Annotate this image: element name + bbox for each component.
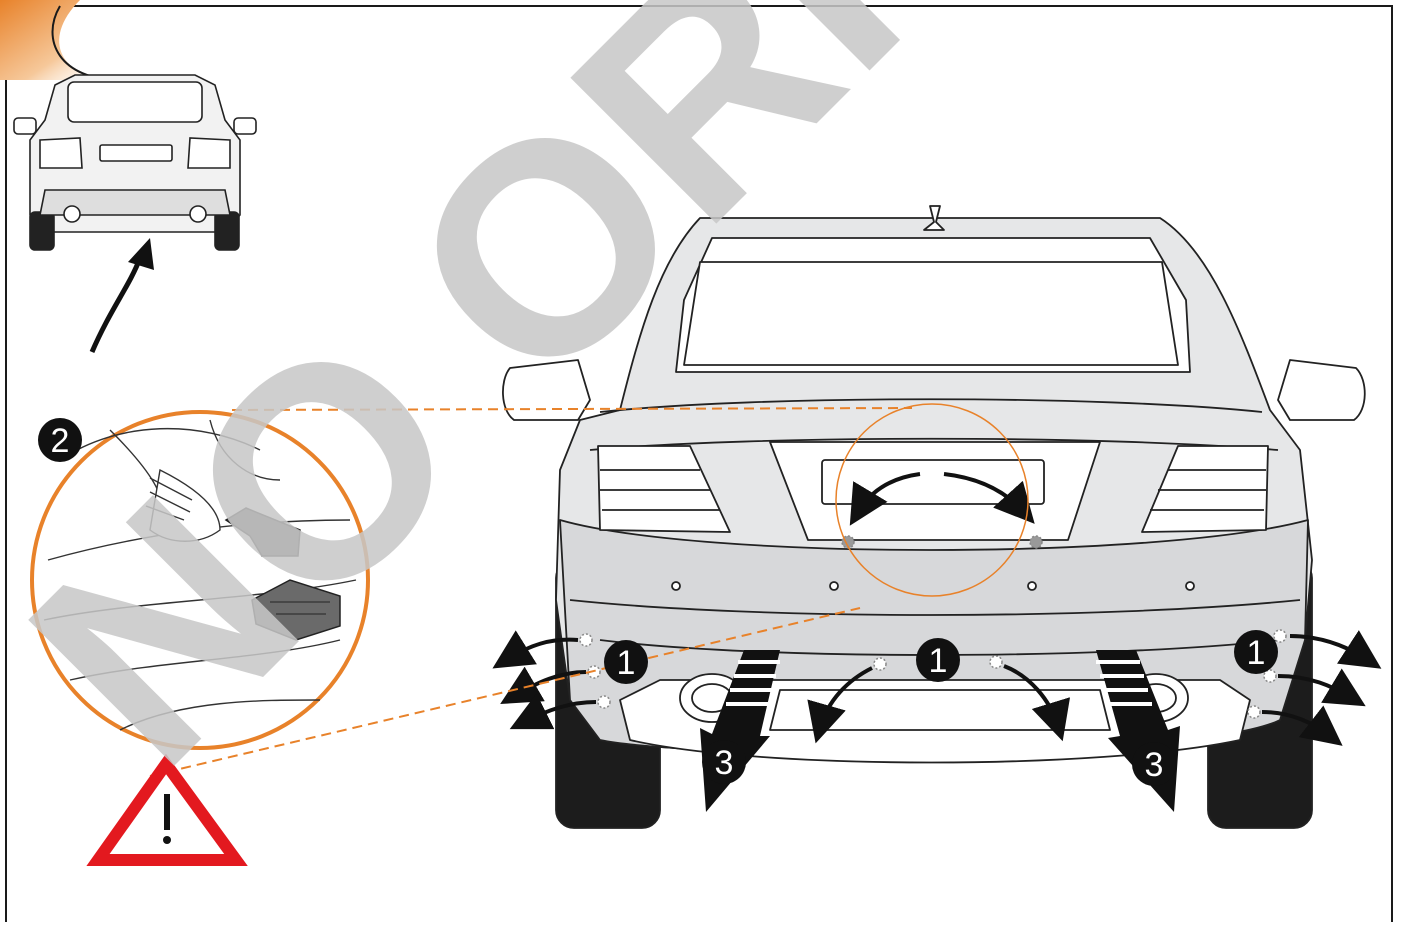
step-badge-3-left: 3 <box>702 740 746 784</box>
removal-arrows <box>492 472 1382 746</box>
leader-lines <box>149 407 913 777</box>
step-badge-1-left: 1 <box>604 640 648 684</box>
svg-text:3: 3 <box>1145 746 1164 784</box>
connector-detail-inset <box>30 410 370 750</box>
overview-car-icon <box>13 74 257 251</box>
step-badge-3-right: 3 <box>1132 742 1176 786</box>
step-badges: 2 1 1 1 3 3 <box>38 418 1278 786</box>
detail-focus-circle <box>835 403 1029 597</box>
svg-text:1: 1 <box>1247 634 1266 672</box>
svg-text:1: 1 <box>929 642 948 680</box>
svg-text:1: 1 <box>617 644 636 682</box>
page-border <box>5 5 1393 922</box>
step-badge-2: 2 <box>38 418 82 462</box>
curved-arrow-icon <box>89 257 143 353</box>
svg-text:3: 3 <box>715 744 734 782</box>
step-badge-1-center: 1 <box>916 638 960 682</box>
corner-tab <box>0 0 120 80</box>
rear-car-illustration <box>502 205 1366 829</box>
svg-text:2: 2 <box>51 422 70 460</box>
warning-triangle-icon <box>86 753 248 866</box>
step-badge-1-right: 1 <box>1234 630 1278 674</box>
